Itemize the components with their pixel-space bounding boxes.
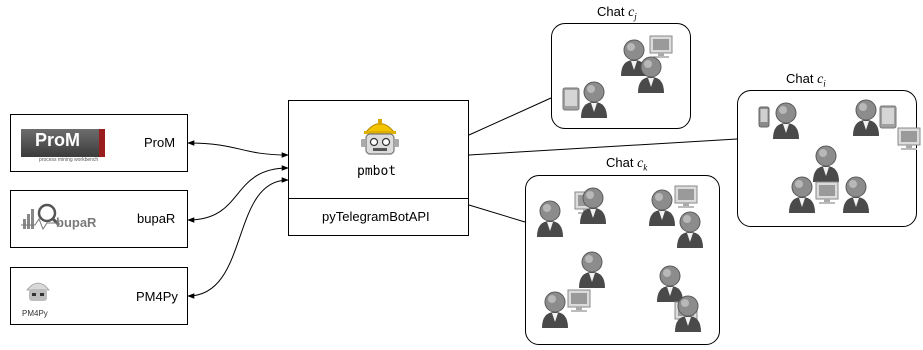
user-icon: [581, 81, 607, 118]
computer-icon: [897, 127, 921, 150]
user-icon: [677, 211, 703, 248]
user-icon: [580, 187, 606, 224]
user-icon: [773, 102, 799, 139]
computer-icon: [567, 289, 591, 312]
computer-icon: [674, 185, 698, 208]
tool-label-bupar: bupaR: [137, 211, 176, 226]
user-icon: [789, 176, 815, 213]
chat-ci-connector: [468, 138, 738, 156]
user-icon: [542, 291, 568, 328]
user-icon: [843, 176, 869, 213]
chat-title-ck: Chat ck: [606, 155, 648, 173]
tool-box-bupar: bupaR bupaR: [10, 190, 188, 248]
user-icon: [649, 189, 675, 226]
user-icon: [657, 265, 683, 302]
user-icon: [537, 200, 563, 237]
bot-api-label: pyTelegramBotAPI: [322, 209, 430, 224]
user-icon: [579, 251, 605, 288]
user-icon: [675, 295, 701, 332]
prom-connector: [187, 140, 289, 158]
tablet-icon: [879, 105, 897, 129]
tool-box-prom: ProM process mining workbench ProM: [10, 114, 188, 172]
prom-logo-text: ProM: [35, 130, 80, 150]
bupar-logo: [21, 203, 61, 231]
chat-ck-connector: [468, 204, 526, 223]
tablet-icon: [562, 87, 580, 111]
pm4py-connector: [187, 177, 289, 299]
bupar-logo-text: bupaR: [56, 215, 97, 230]
bot-divider: [289, 198, 468, 199]
chat-title-ci: Chat ci: [786, 71, 826, 89]
bot-name: pmbot: [357, 164, 397, 179]
tool-label-pm4py: PM4Py: [136, 289, 178, 304]
prom-logo: ProM: [21, 129, 105, 157]
chat-cj-connector: [468, 97, 552, 136]
computer-icon: [815, 181, 839, 204]
tool-label-prom: ProM: [144, 135, 176, 150]
computer-icon: [649, 35, 673, 58]
pm4py-logo: [26, 282, 50, 301]
phone-icon: [758, 106, 770, 128]
tool-box-pm4py: PM4Py PM4Py: [10, 267, 188, 325]
chat-title-cj: Chat cj: [597, 4, 637, 22]
robot-icon: [361, 119, 399, 155]
user-icon: [621, 39, 647, 76]
pmbot-box: pmbot pyTelegramBotAPI: [288, 100, 469, 236]
user-icon: [813, 145, 839, 182]
pm4py-logo-text: PM4Py: [22, 309, 48, 318]
user-icon: [638, 56, 664, 93]
user-icon: [853, 99, 879, 136]
prom-logo-subtitle: process mining workbench: [39, 157, 99, 163]
